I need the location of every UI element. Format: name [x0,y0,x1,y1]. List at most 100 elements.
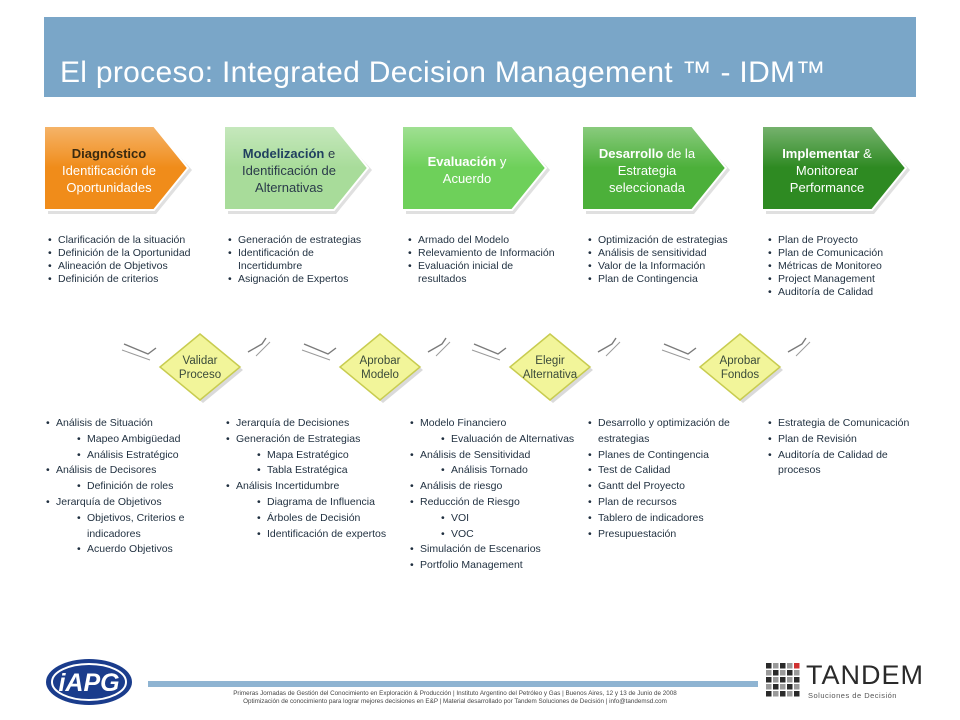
step-label: Evaluación y Acuerdo [404,126,530,214]
list-item: Presupuestación [588,527,758,543]
step-activity-list: Armado del ModeloRelevamiento de Informa… [408,234,558,286]
list-item: Definición de criterios [48,273,214,286]
list-item: Alineación de Objetivos [48,260,214,273]
sub-list-item: VOI [410,511,580,527]
list-item: Análisis de Situación [46,416,216,432]
gate-label-line-2: Alternativa [522,369,578,381]
tools-list: Análisis de SituaciónMapeo AmbigüedadAná… [46,416,216,558]
list-item: Plan de Contingencia [588,273,748,286]
step-subtitle: Identificación de Oportunidades [62,162,156,195]
step-label: Desarrollo de la Estrategia seleccionada [584,126,710,214]
step-subtitle: e Identificación de Alternativas [242,145,336,195]
sub-list-item: Definición de roles [46,479,216,495]
list-item: Análisis de riesgo [410,479,580,495]
step-label: Implementar & Monitorear Performance [764,126,890,214]
gate-label-line-1: Aprobar [719,355,761,367]
list-item: Análisis Incertidumbre [226,479,406,495]
step-modelizacion: Modelización e Identificación de Alterna… [224,126,374,216]
list-item: Estrategia de Comunicación [768,416,918,432]
list-item: Valor de la Información [588,260,748,273]
gate-label-line-1: Aprobar [359,355,401,367]
list-item: Relevamiento de Información [408,247,558,260]
list-item: Jerarquía de Objetivos [46,495,216,511]
list-item: Métricas de Monitoreo [768,260,928,273]
step-diagnostico: Diagnóstico Identificación de Oportunida… [44,126,194,216]
sub-list-item: Evaluación de Alternativas [410,432,580,448]
iapg-logo-ellipse [46,659,132,705]
sub-list-item: Análisis Tornado [410,463,580,479]
tools-list: Jerarquía de DecisionesGeneración de Est… [226,416,406,542]
list-item: Jerarquía de Decisiones [226,416,406,432]
tandem-name: TANDEM [806,660,924,690]
list-item: Optimización de estrategias [588,234,748,247]
sub-list-item: Identificación de expertos [226,527,406,543]
list-item: Análisis de Decisores [46,463,216,479]
tandem-logo: TANDEM Soluciones de Decisión [766,660,926,708]
step-title: Implementar [782,145,860,161]
step-activity-list: Generación de estrategiasIdentificación … [228,234,378,286]
list-item: Generación de estrategias [228,234,378,247]
footer-line-2: Optimización de conocimiento para lograr… [243,698,667,705]
list-item: Evaluación inicial de resultados [408,260,558,286]
list-item: Tablero de indicadores [588,511,758,527]
gate-diamond-shape [661,333,811,403]
tools-list: Modelo FinancieroEvaluación de Alternati… [410,416,580,574]
list-item: Plan de Revisión [768,432,918,448]
step-activity-list: Clarificación de la situaciónDefinición … [48,234,214,286]
list-item: Análisis de Sensitividad [410,448,580,464]
sub-list-item: Mapeo Ambigüedad [46,432,216,448]
step-label: Modelización e Identificación de Alterna… [226,126,352,214]
list-item: Project Management [768,273,928,286]
step-title: Evaluación [427,154,497,169]
step-activity-list: Optimización de estrategiasAnálisis de s… [588,234,748,286]
sub-list-item: VOC [410,527,580,543]
list-item: Auditoría de Calidad [768,286,928,299]
tools-list: Estrategia de ComunicaciónPlan de Revisi… [768,416,918,479]
footer-text: Primeras Jornadas de Gestión del Conocim… [150,690,760,706]
footer-line-1: Primeras Jornadas de Gestión del Conocim… [233,690,677,697]
sub-list-item: Objetivos, Criterios e indicadores [46,511,216,543]
list-item: Simulación de Escenarios [410,542,580,558]
sub-list-item: Árboles de Decisión [226,511,406,527]
step-activity-list: Plan de ProyectoPlan de ComunicaciónMétr… [768,234,928,299]
gate-label-line-1: Elegir [535,355,565,367]
step-label: Diagnóstico Identificación de Oportunida… [46,126,172,214]
list-item: Portfolio Management [410,558,580,574]
sub-list-item: Acuerdo Objetivos [46,542,216,558]
step-arrow-shape [582,126,730,214]
step-subtitle: y Acuerdo [442,154,507,186]
list-item: Plan de Comunicación [768,247,928,260]
step-evaluacion: Evaluación y Acuerdo [402,126,552,216]
list-item: Análisis de sensitividad [588,247,748,260]
gate-label-line-1: Validar [182,355,218,367]
list-item: Test de Calidad [588,463,758,479]
iapg-logo-text: iAPG [58,669,119,697]
step-arrow-shape [402,126,550,214]
step-title: Desarrollo [598,145,664,161]
sub-list-item: Tabla Estratégica [226,463,406,479]
list-item: Modelo Financiero [410,416,580,432]
list-item: Plan de Proyecto [768,234,928,247]
list-item: Planes de Contingencia [588,448,758,464]
iapg-logo: iAPG [44,657,134,707]
list-item: Reducción de Riesgo [410,495,580,511]
sub-list-item: Análisis Estratégico [46,448,216,464]
list-item: Desarrollo y optimización de estrategias [588,416,758,448]
gate-diamond-shape [121,333,271,403]
list-item: Generación de Estrategias [226,432,406,448]
step-arrow-shape [762,126,910,214]
list-item: Clarificación de la situación [48,234,214,247]
step-arrow-shape [224,126,372,214]
step-arrow-shape [44,126,192,214]
list-item: Auditoría de Calidad de procesos [768,448,918,480]
sub-list-item: Mapa Estratégico [226,448,406,464]
list-item: Asignación de Expertos [228,273,378,286]
step-title: Diagnóstico [71,145,147,161]
